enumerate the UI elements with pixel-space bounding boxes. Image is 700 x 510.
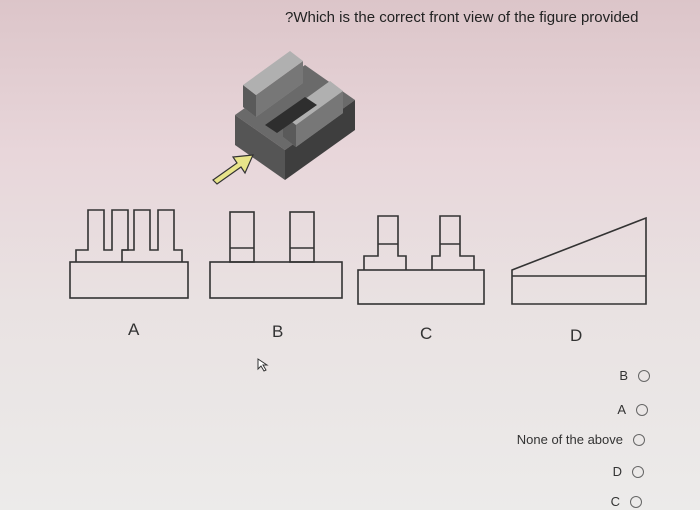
view-label-b: B (272, 322, 284, 341)
view-d-drawing (511, 216, 647, 305)
option-c-label: C (610, 494, 620, 509)
option-none-of-the-above[interactable]: None of the above (517, 432, 645, 447)
option-c-radio[interactable] (630, 495, 642, 508)
option-d-radio[interactable] (632, 465, 644, 478)
option-a[interactable]: A (617, 402, 648, 417)
option-d[interactable]: D (613, 464, 644, 479)
isometric-figure (212, 51, 355, 185)
view-direction-arrow-icon (212, 154, 254, 185)
view-label-a: A (128, 320, 140, 339)
view-b-drawing (209, 211, 343, 299)
view-label-c: C (420, 324, 433, 343)
option-none-label: None of the above (516, 432, 623, 447)
mouse-cursor-icon (257, 358, 269, 372)
view-a-drawing (69, 209, 189, 299)
view-label-d: D (570, 326, 583, 345)
option-b[interactable]: B (619, 368, 650, 383)
option-b-label: B (619, 368, 628, 383)
question-text: ?Which is the correct front view of the … (285, 9, 639, 26)
isometric-solid (235, 51, 355, 180)
view-c-drawing (357, 215, 485, 305)
option-c[interactable]: C (611, 494, 642, 509)
option-a-radio[interactable] (636, 403, 648, 416)
option-d-label: D (612, 464, 622, 479)
option-none-radio[interactable] (633, 433, 645, 446)
option-b-radio[interactable] (638, 369, 650, 382)
candidate-views (69, 209, 647, 305)
option-a-label: A (617, 402, 626, 417)
